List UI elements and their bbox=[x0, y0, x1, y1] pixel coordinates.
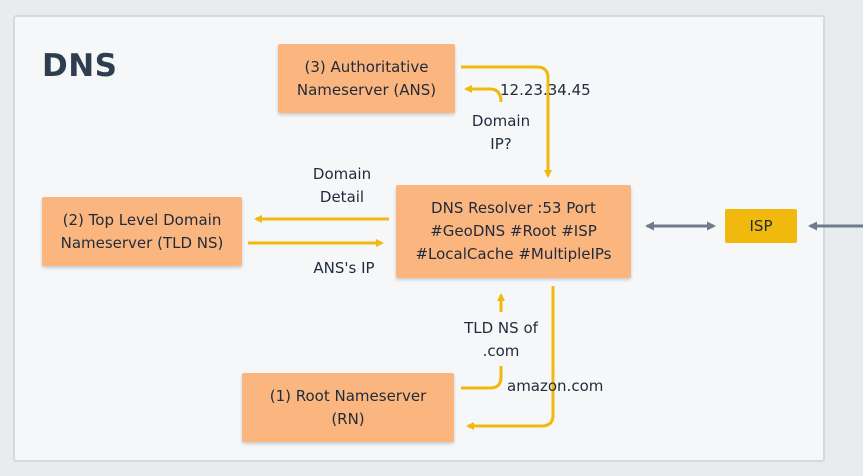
arrow-ans-to-resolver bbox=[461, 65, 552, 178]
isp-node-label: ISP bbox=[749, 217, 773, 235]
resolver-node-label: DNS Resolver :53 Port #GeoDNS #Root #ISP… bbox=[415, 199, 612, 263]
arrow-root-to-resolver bbox=[461, 366, 503, 390]
isp-node: ISP bbox=[725, 209, 797, 243]
resolver-node: DNS Resolver :53 Port #GeoDNS #Root #ISP… bbox=[396, 185, 631, 278]
diagram-title: DNS bbox=[42, 48, 118, 84]
edge-label-tld-ns-of-com: TLD NS of .com bbox=[464, 319, 538, 360]
tld-node: (2) Top Level Domain Nameserver (TLD NS) bbox=[42, 197, 242, 266]
edge-label-ans-ip: ANS's IP bbox=[313, 259, 375, 277]
arrow-resolver-to-ans bbox=[464, 85, 503, 103]
edge-label-domain-detail: Domain Detail bbox=[312, 165, 372, 206]
root-node-label: (1) Root Nameserver (RN) bbox=[269, 386, 427, 428]
ans-node-label: (3) Authoritative Nameserver (ANS) bbox=[296, 57, 437, 99]
edge-label-ip-result: 12.23.34.45 bbox=[500, 81, 591, 99]
arrow-resolver-to-root bbox=[466, 286, 555, 430]
root-node: (1) Root Nameserver (RN) bbox=[242, 373, 454, 442]
edge-label-domain-ip-query: Domain IP? bbox=[471, 112, 531, 153]
ans-node: (3) Authoritative Nameserver (ANS) bbox=[278, 44, 455, 113]
tld-node-label: (2) Top Level Domain Nameserver (TLD NS) bbox=[60, 210, 224, 252]
edge-label-amazon: amazon.com bbox=[507, 377, 604, 395]
